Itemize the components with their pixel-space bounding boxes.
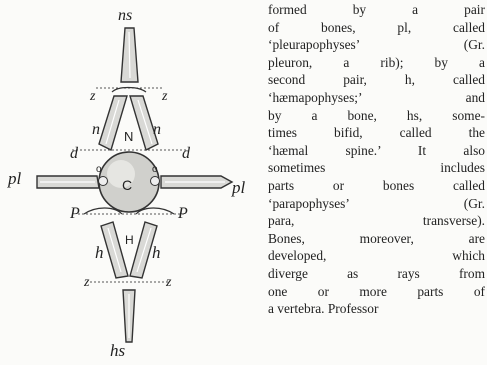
label-pl-right: pl bbox=[231, 178, 246, 197]
text-line: ‘parapophyses’ (Gr. bbox=[268, 195, 485, 213]
text-line: ‘hæmal spine.’ It also bbox=[268, 142, 485, 160]
text-line: by a bone, hs, some- bbox=[268, 107, 485, 125]
label-z-upper-left: z bbox=[89, 89, 96, 104]
label-z-lower-left: z bbox=[83, 275, 90, 290]
label-ns: ns bbox=[118, 7, 132, 24]
label-z-upper-right: z bbox=[161, 89, 168, 104]
text-line: ‘pleurapophyses’ (Gr. bbox=[268, 36, 485, 54]
label-d-left: d bbox=[70, 145, 79, 162]
text-line: para, transverse). bbox=[268, 212, 485, 230]
text-line: pleuron, a rib); by a bbox=[268, 54, 485, 72]
text-line: diverge as rays from bbox=[268, 265, 485, 283]
label-H: H bbox=[125, 233, 134, 247]
text-line: one or more parts of bbox=[268, 283, 485, 301]
label-n-left: n bbox=[92, 121, 100, 138]
label-d-right: d bbox=[182, 145, 191, 162]
text-line: second pair, h, called bbox=[268, 71, 485, 89]
label-n-right: n bbox=[153, 121, 161, 138]
text-line: times bifid, called the bbox=[268, 124, 485, 142]
text-line: Bones, moreover, are bbox=[268, 230, 485, 248]
label-h-right: h bbox=[152, 243, 161, 262]
vertebra-diagram: ns z z n n N d d o o pl pl C P P H h h z… bbox=[0, 0, 265, 360]
text-line: ‘hæmapophyses;’ and bbox=[268, 89, 485, 107]
label-o-right: o bbox=[152, 164, 158, 175]
label-P-right: P bbox=[177, 205, 188, 222]
label-C: C bbox=[122, 177, 132, 193]
text-line: parts or bones called bbox=[268, 177, 485, 195]
text-line: a vertebra. Professor bbox=[268, 300, 485, 318]
left-neurapophysis bbox=[99, 96, 127, 150]
label-P-left: P bbox=[69, 205, 80, 222]
label-N: N bbox=[124, 129, 133, 144]
label-o-left: o bbox=[96, 164, 102, 175]
text-line: formed by a pair bbox=[268, 1, 485, 19]
label-h-left: h bbox=[95, 243, 104, 262]
label-z-lower-right: z bbox=[165, 275, 172, 290]
text-line: sometimes includes bbox=[268, 159, 485, 177]
label-hs: hs bbox=[110, 341, 126, 360]
body-text: formed by a pair of bones, pl, called ‘p… bbox=[268, 1, 485, 318]
text-line: of bones, pl, called bbox=[268, 19, 485, 37]
text-line: developed, which bbox=[268, 247, 485, 265]
label-pl-left: pl bbox=[7, 169, 22, 188]
vertebra-svg: ns z z n n N d d o o pl pl C P P H h h z… bbox=[0, 0, 265, 360]
